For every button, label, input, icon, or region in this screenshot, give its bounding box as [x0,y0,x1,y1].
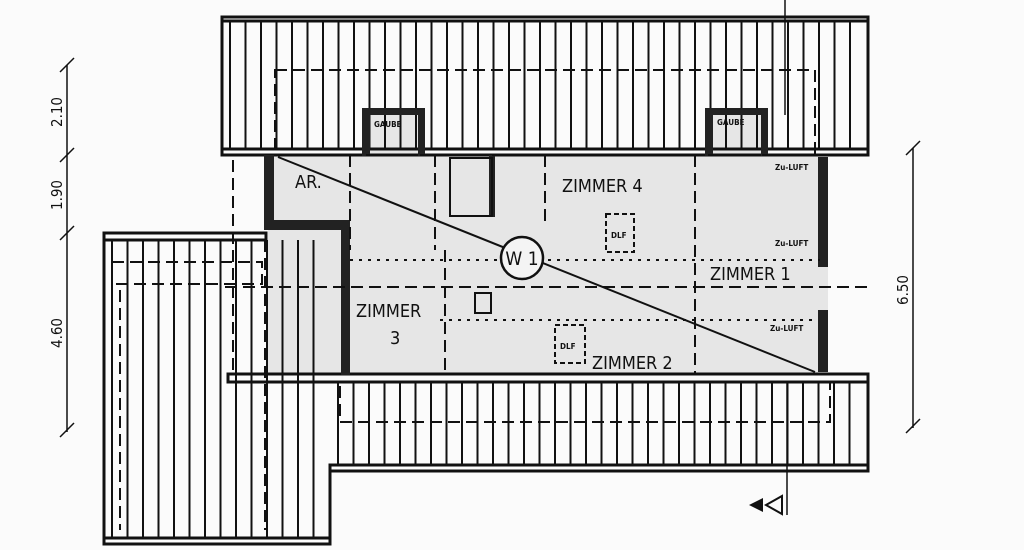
wall-tag-label: W 1 [505,248,538,270]
skylight-label: DLF [560,342,576,351]
dormer-label: GAUBE [717,118,745,127]
dimension-label: 4.60 [48,318,66,348]
skylight-symbols [474,213,635,364]
hidden-lines [111,69,868,530]
room-label-storage: AR. [295,172,322,193]
dormer-label: GAUBE [374,120,402,129]
vent-label: Zu-LUFT [770,324,803,333]
room-label-zimmer-2: ZIMMER 2 [592,353,673,374]
section-marker [749,494,783,516]
room-label-zimmer-1: ZIMMER 1 [710,264,791,285]
room-fill [268,110,828,375]
section-diagonal [277,156,816,373]
dimension-label: 6.50 [894,275,912,305]
room-label-zimmer-3-number: 3 [390,328,400,349]
dimension-label: 2.10 [48,97,66,127]
room-label-zimmer-3: ZIMMER [356,301,421,322]
wall-tag-w1: W 1 [499,235,545,281]
room-label-zimmer-4: ZIMMER 4 [562,176,643,197]
dimension-lines [59,0,921,515]
vent-label: Zu-LUFT [775,163,808,172]
vent-label: Zu-LUFT [775,239,808,248]
dimension-label: 1.90 [48,180,66,210]
roof-rafters [111,22,851,538]
skylight-label: DLF [611,231,627,240]
walls [264,108,828,375]
